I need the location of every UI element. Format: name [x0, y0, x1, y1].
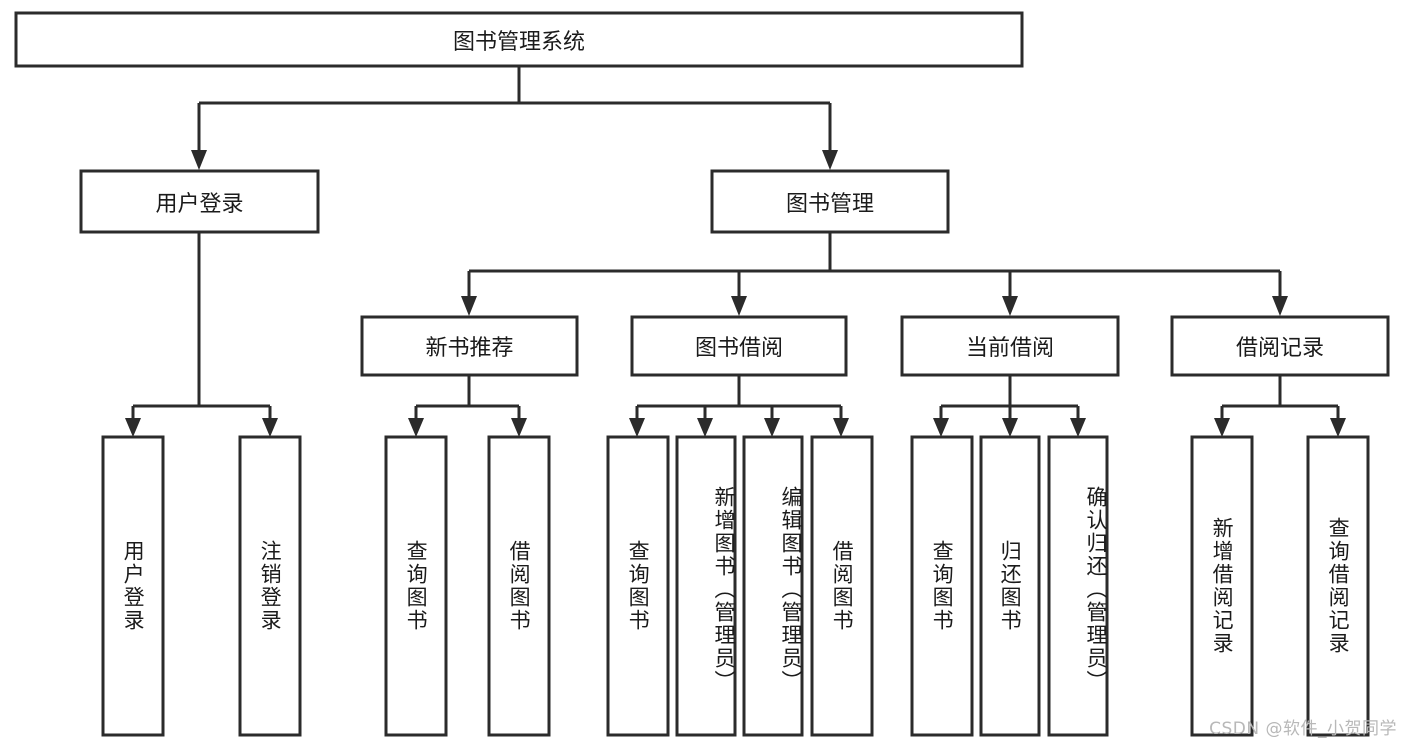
- arrowhead-user-login: [191, 150, 207, 170]
- connector-group-new-book-recommend: [408, 375, 527, 437]
- node-box-leaf-nb-borrow-book[interactable]: [487, 435, 551, 737]
- node-box-leaf-br-query-record[interactable]: [1306, 435, 1370, 737]
- node-box-leaf-bb-add-book[interactable]: [675, 435, 737, 737]
- arrowhead-cb-confirm-return: [1070, 418, 1086, 437]
- node-box-user-login[interactable]: [79, 169, 320, 234]
- arrowhead-bb-edit-book: [764, 418, 780, 437]
- connector-group-root: [191, 66, 838, 170]
- node-box-new-book-recommend[interactable]: [360, 315, 579, 377]
- connector-group-book-manage: [461, 232, 1288, 316]
- connector-group-user-login: [125, 232, 278, 437]
- arrowhead-new-book-recommend: [461, 296, 477, 316]
- arrowhead-leaf-logout: [262, 418, 278, 437]
- node-box-leaf-br-add-record[interactable]: [1190, 435, 1254, 737]
- connector-group-current-borrow: [933, 375, 1086, 437]
- arrowhead-cb-return-book: [1002, 418, 1018, 437]
- node-box-leaf-user-login[interactable]: [101, 435, 165, 737]
- node-box-leaf-bb-edit-book[interactable]: [742, 435, 804, 737]
- arrowhead-borrow-record: [1272, 296, 1288, 316]
- node-box-root[interactable]: [14, 11, 1024, 68]
- node-box-leaf-cb-query-book[interactable]: [910, 435, 974, 737]
- arrowhead-br-query-record: [1330, 418, 1346, 437]
- arrowhead-bb-query-book: [629, 418, 645, 437]
- arrowhead-br-add-record: [1214, 418, 1230, 437]
- arrowhead-cb-query-book: [933, 418, 949, 437]
- node-box-leaf-cb-return-book[interactable]: [979, 435, 1041, 737]
- arrowhead-bb-borrow-book: [833, 418, 849, 437]
- arrowhead-current-borrow: [1002, 296, 1018, 316]
- arrowhead-nb-borrow-book: [511, 418, 527, 437]
- node-box-borrow-record[interactable]: [1170, 315, 1390, 377]
- arrowhead-nb-query-book: [408, 418, 424, 437]
- node-box-leaf-logout[interactable]: [238, 435, 302, 737]
- connector-group-borrow-record: [1214, 375, 1346, 437]
- arrowhead-bb-add-book: [697, 418, 713, 437]
- node-box-book-manage[interactable]: [710, 169, 950, 234]
- arrowhead-book-borrow: [731, 296, 747, 316]
- node-box-leaf-cb-confirm-return[interactable]: [1047, 435, 1109, 737]
- node-box-current-borrow[interactable]: [900, 315, 1120, 377]
- node-box-leaf-bb-borrow-book[interactable]: [810, 435, 874, 737]
- node-box-book-borrow[interactable]: [630, 315, 848, 377]
- node-box-leaf-nb-query-book[interactable]: [384, 435, 448, 737]
- node-box-leaf-bb-query-book[interactable]: [606, 435, 670, 737]
- connector-group-book-borrow: [629, 375, 849, 437]
- arrowhead-book-manage: [822, 150, 838, 170]
- csdn-watermark: CSDN @软件_小贺同学: [1209, 719, 1397, 739]
- arrowhead-leaf-user-login: [125, 418, 141, 437]
